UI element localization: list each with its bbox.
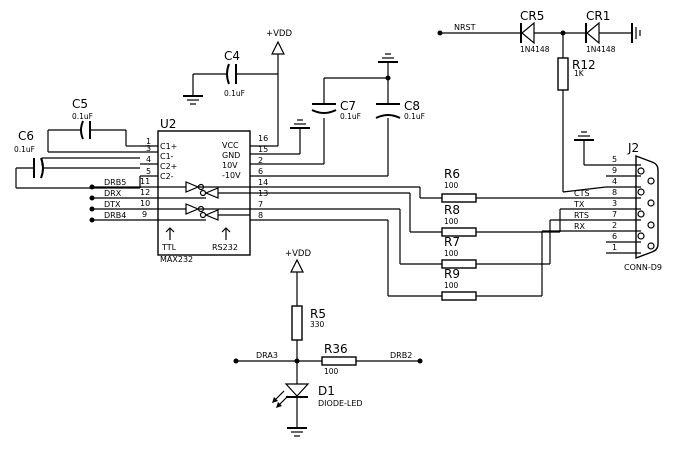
r6-label: R6	[444, 167, 460, 181]
r5-value: 330	[310, 320, 325, 329]
r8-value: 100	[444, 217, 459, 226]
c8-label: C8	[404, 99, 420, 113]
u2-pin-1-num: 1	[146, 137, 151, 146]
cr5-label: CR5	[520, 9, 544, 23]
c6-label: C6	[18, 129, 34, 143]
net-tx: TX	[573, 200, 585, 209]
r36-label: R36	[324, 342, 348, 356]
r7-value: 100	[444, 249, 459, 258]
u2-rs232-label: RS232	[212, 243, 238, 252]
r12-value: 1K	[574, 69, 585, 78]
c4-value: 0.1uF	[224, 89, 245, 98]
u2-pin-3-num: 3	[146, 144, 151, 153]
j2-label: J2	[627, 141, 639, 155]
u2-left-signals: DRB5 DRX DTX DRB4	[89, 178, 250, 223]
u2-pin-2-name: 10V	[222, 161, 238, 170]
u2-pin-15-num: 15	[258, 145, 268, 154]
capacitor-c5: C5 0.1uF	[47, 97, 140, 153]
net-drb2: DRB2	[390, 351, 412, 360]
c4-label: C4	[224, 49, 240, 63]
net-nrst: NRST	[454, 23, 476, 32]
resistor-array: R6 100 R8 100 R7 100 R9 100	[250, 167, 606, 301]
capacitor-c4: C4 0.1uF	[183, 49, 278, 105]
u2-pin-4-name: C2+	[160, 162, 177, 171]
u2-pin-5-name: C2-	[160, 172, 174, 181]
c8-value: 0.1uF	[404, 112, 425, 121]
u2-pin-8-num: 8	[258, 211, 263, 220]
capacitor-c6: C6 0.1uF	[14, 129, 141, 189]
u2-label: U2	[160, 117, 176, 131]
u2-pin-15-name: GND	[222, 151, 240, 160]
ground-j2	[574, 131, 594, 165]
j2-pin-8: 8	[612, 188, 617, 197]
j2-pin-2: 2	[612, 221, 617, 230]
cr1-label: CR1	[586, 9, 610, 23]
capacitor-c8: C8 0.1uF	[375, 53, 425, 176]
c5-value: 0.1uF	[72, 112, 93, 121]
r8-label: R8	[444, 203, 460, 217]
u2-pin-4-num: 4	[146, 155, 151, 164]
c5-label: C5	[72, 97, 88, 111]
u2-pin-1-name: C1+	[160, 142, 177, 151]
d1-value: DIODE-LED	[318, 399, 363, 408]
c7-value: 0.1uF	[340, 112, 361, 121]
j2-name: CONN-D9	[624, 263, 662, 272]
vdd-top-symbol: +VDD	[266, 29, 292, 146]
u2-pin-10-num: 10	[140, 199, 150, 208]
vdd-bottom-label: +VDD	[285, 249, 311, 259]
u2-pin-14-num: 14	[258, 178, 268, 187]
r5-label: R5	[310, 307, 326, 321]
vdd-top-label: +VDD	[266, 29, 292, 39]
r6-value: 100	[444, 181, 459, 190]
u2-pin-6-name: -10V	[222, 171, 241, 180]
j2-pin-1: 1	[612, 243, 617, 252]
u2-ttl-label: TTL	[161, 243, 177, 252]
cr1-value: 1N4148	[586, 45, 616, 54]
c6-value: 0.1uF	[14, 145, 35, 154]
net-rts: RTS	[574, 211, 589, 220]
net-dra3: DRA3	[256, 351, 278, 360]
j2-shell	[635, 154, 659, 260]
u2-pin-11-num: 11	[140, 177, 150, 186]
u2-pin-16-num: 16	[258, 134, 268, 143]
u2-pin-2-num: 2	[258, 156, 263, 165]
reset-circuit: NRST CR5 1N4148 CR1 1N4148 R12 1K	[437, 9, 641, 192]
u2-pin-7-num: 7	[258, 200, 263, 209]
j2-pin-5: 5	[612, 155, 617, 164]
net-rx: RX	[574, 222, 586, 231]
u2-pin-16-name: VCC	[222, 141, 239, 150]
net-drb4: DRB4	[104, 211, 126, 220]
u2-pin-9-num: 9	[142, 210, 147, 219]
j2-pin-4: 4	[612, 177, 617, 186]
u2-pin-6-num: 6	[258, 167, 263, 176]
j2-pin-6: 6	[612, 232, 617, 241]
wire-r12-j2	[562, 186, 607, 193]
j2-pin-3: 3	[612, 199, 617, 208]
u2-pin-3-name: C1-	[160, 152, 174, 161]
u2-pin-5-num: 5	[146, 167, 151, 176]
net-cts: CTS	[574, 189, 590, 198]
j2-pin-9: 9	[612, 166, 617, 175]
u2-name: MAX232	[160, 255, 193, 264]
j2-conn-d9: J2 CONN-D9 5 9 4 8 3 7 2 6 1	[584, 141, 662, 272]
net-drx: DRX	[104, 189, 122, 198]
r9-label: R9	[444, 267, 460, 281]
r7-label: R7	[444, 235, 460, 249]
r9-value: 100	[444, 281, 459, 290]
capacitor-c7: C7 0.1uF	[311, 77, 388, 164]
ground-gnd	[290, 119, 310, 154]
d1-label: D1	[318, 384, 335, 398]
c7-label: C7	[340, 99, 356, 113]
u2-max232: U2 MAX232 TTL RS232 1 C1+ 3 C1- 4 C2+ 5 …	[140, 117, 388, 264]
u2-pin-12-num: 12	[140, 188, 150, 197]
cr5-value: 1N4148	[520, 45, 550, 54]
led-circuit: +VDD R5 330 DRA3 DRB2 R36 100 D1 DIODE-L…	[233, 249, 423, 437]
r12-label: R12	[572, 58, 596, 72]
r36-value: 100	[324, 367, 339, 376]
net-dtx: DTX	[104, 200, 121, 209]
j2-pin-7: 7	[612, 210, 617, 219]
net-drb5: DRB5	[104, 178, 126, 187]
